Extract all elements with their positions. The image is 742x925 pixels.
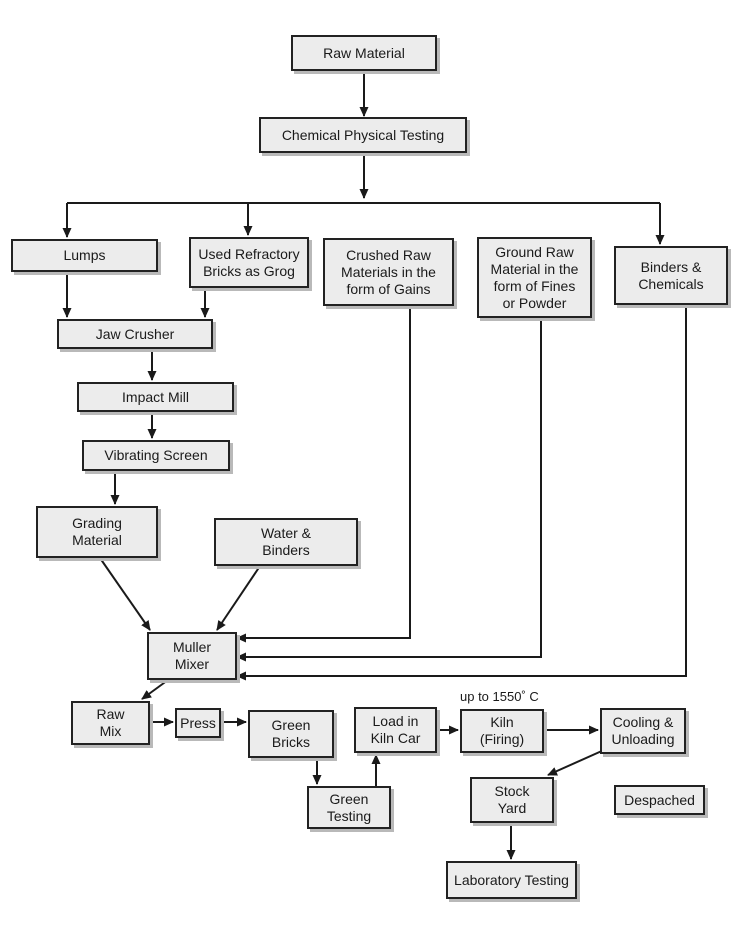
node-impact-mill: Impact Mill	[77, 382, 234, 412]
node-water-binders: Water & Binders	[214, 518, 358, 566]
node-grading-material: Grading Material	[36, 506, 158, 558]
node-cooling-unloading: Cooling & Unloading	[600, 708, 686, 754]
node-used-refractory-bricks: Used Refractory Bricks as Grog	[189, 237, 309, 288]
arrow-grading-to-mixer	[99, 557, 151, 631]
node-raw-material: Raw Material	[291, 35, 437, 71]
node-green-bricks: Green Bricks	[248, 710, 334, 758]
node-vibrating-screen: Vibrating Screen	[82, 440, 230, 471]
node-green-testing: Green Testing	[307, 786, 391, 829]
node-lumps: Lumps	[11, 239, 158, 272]
node-raw-mix: Raw Mix	[71, 701, 150, 745]
node-crushed-raw-materials: Crushed Raw Materials in the form of Gai…	[323, 238, 454, 306]
node-stock-yard: Stock Yard	[470, 777, 554, 823]
node-press: Press	[175, 708, 221, 738]
arrow-cooling-to-stock-yard	[547, 749, 605, 776]
node-laboratory-testing: Laboratory Testing	[446, 861, 577, 899]
node-kiln-firing: Kiln (Firing)	[460, 709, 544, 753]
node-jaw-crusher: Jaw Crusher	[57, 319, 213, 349]
arrow-mixer-to-raw-mix	[141, 679, 169, 700]
node-ground-raw-material: Ground Raw Material in the form of Fines…	[477, 237, 592, 318]
kiln-temperature-note: up to 1550˚ C	[460, 689, 539, 704]
node-despached: Despached	[614, 785, 705, 815]
node-binders-chemicals: Binders & Chemicals	[614, 246, 728, 305]
arrow-ground-to-mixer	[236, 318, 542, 662]
node-chemical-physical-testing: Chemical Physical Testing	[259, 117, 467, 153]
arrow-water-to-mixer	[216, 565, 261, 631]
arrow-binders-to-mixer	[236, 305, 687, 681]
node-muller-mixer: Muller Mixer	[147, 632, 237, 680]
arrow-crushed-to-mixer	[236, 306, 411, 643]
node-load-in-kiln-car: Load in Kiln Car	[354, 707, 437, 753]
